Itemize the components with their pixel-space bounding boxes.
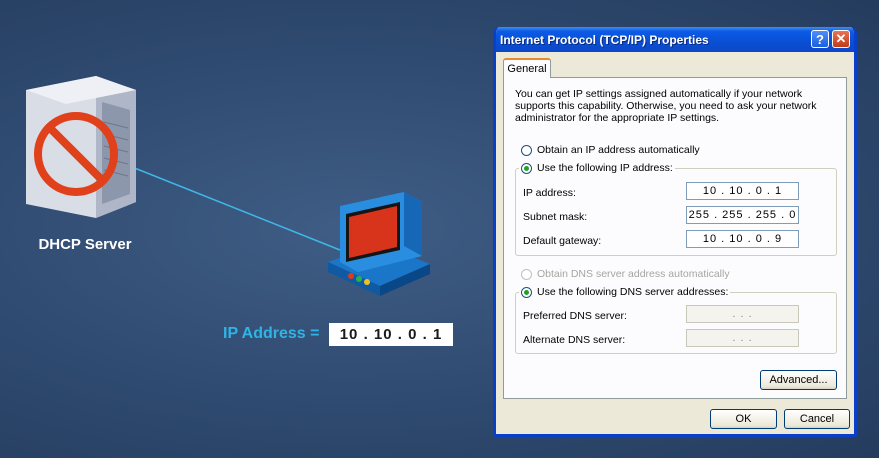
advanced-button[interactable]: Advanced... [760,370,837,390]
preferred-dns-label: Preferred DNS server: [523,310,627,322]
tcpip-properties-dialog: Internet Protocol (TCP/IP) Properties ? … [493,27,857,437]
general-panel: You can get IP settings assigned automat… [503,77,847,399]
ok-button[interactable]: OK [710,409,777,429]
ip-address-field[interactable]: 10 . 10 . 0 . 1 [686,182,799,200]
ip-address-label: IP address: [523,187,576,199]
ip-auto-option[interactable]: Obtain an IP address automatically [521,144,700,156]
ip-address-caption: IP Address = [223,325,320,342]
server-label: DHCP Server [38,236,132,253]
dns-auto-option: Obtain DNS server address automatically [521,268,730,280]
ip-address-display: 10 . 10 . 0 . 1 [329,323,453,346]
default-gateway-field[interactable]: 10 . 10 . 0 . 9 [686,230,799,248]
dialog-title: Internet Protocol (TCP/IP) Properties [500,32,709,47]
help-button[interactable]: ? [811,30,829,48]
cancel-button[interactable]: Cancel [784,409,850,429]
dns-manual-label: Use the following DNS server addresses: [537,286,729,298]
ip-auto-label: Obtain an IP address automatically [537,144,700,156]
title-bar[interactable]: Internet Protocol (TCP/IP) Properties ? … [496,27,854,52]
alternate-dns-label: Alternate DNS server: [523,334,626,346]
alternate-dns-field: . . . [686,329,799,347]
close-button[interactable]: ✕ [832,30,850,48]
preferred-dns-field: . . . [686,305,799,323]
subnet-mask-field[interactable]: 255 . 255 . 255 . 0 [686,206,799,224]
intro-text: You can get IP settings assigned automat… [515,88,817,124]
ip-manual-option[interactable]: Use the following IP address: [519,162,675,174]
dns-auto-radio [521,268,532,280]
default-gateway-label: Default gateway: [523,235,602,247]
dns-auto-label: Obtain DNS server address automatically [537,268,730,280]
server-icon [26,76,136,218]
ip-auto-radio[interactable] [521,144,532,156]
dns-manual-radio[interactable] [521,286,532,298]
dns-manual-option[interactable]: Use the following DNS server addresses: [519,286,731,298]
ip-manual-radio[interactable] [521,162,532,174]
tab-general[interactable]: General [503,58,551,78]
ip-manual-label: Use the following IP address: [537,162,673,174]
computer-icon [328,192,430,296]
subnet-mask-label: Subnet mask: [523,211,588,223]
ip-group [515,168,837,256]
